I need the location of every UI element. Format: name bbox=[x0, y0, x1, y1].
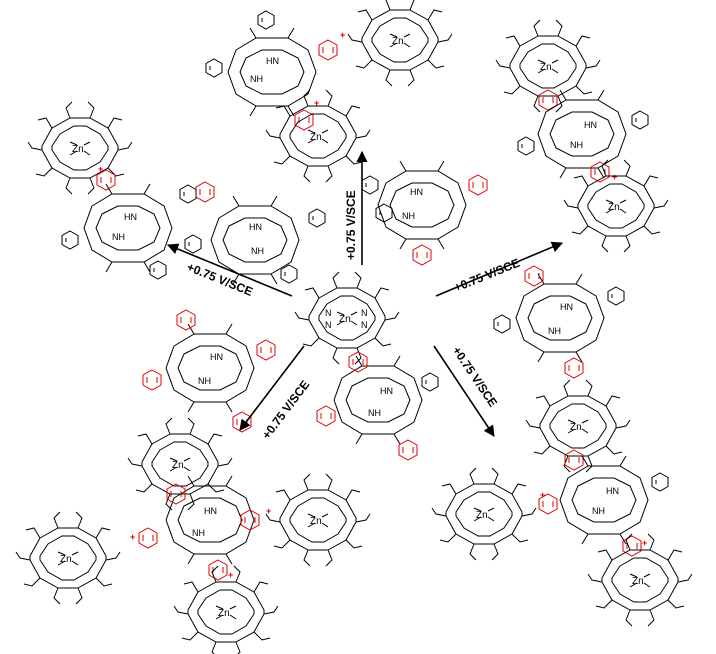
n-label: N bbox=[361, 308, 368, 318]
hn-label: HN bbox=[606, 486, 619, 496]
zn-label: Zn bbox=[218, 608, 230, 619]
hn-label: HN bbox=[249, 222, 262, 232]
free-base-porphyrin-top: HN NH bbox=[361, 160, 488, 266]
zn-label: Zn bbox=[172, 460, 184, 471]
n-label: N bbox=[325, 308, 332, 318]
pyridinium-charge: + bbox=[540, 490, 545, 500]
arrow-label: +0.75 V/SCE bbox=[344, 190, 358, 260]
arrow-upper-left: +0.75 V/SCE bbox=[166, 243, 293, 299]
central-zn-porphyrin: Zn N N N N bbox=[294, 271, 400, 365]
arrow-label: +0.75 V/SCE bbox=[259, 378, 312, 442]
free-base-porphyrin-bottom: HN NH bbox=[316, 351, 439, 461]
pyridinium-charge: + bbox=[266, 506, 271, 516]
zn-label: Zn bbox=[310, 516, 322, 527]
free-base-porphyrin-left: HN NH bbox=[142, 309, 276, 433]
hn-label: HN bbox=[584, 120, 597, 130]
nh-label: NH bbox=[112, 232, 125, 242]
product-top: HN NH + + Zn Zn bbox=[205, 0, 453, 183]
zn-label: Zn bbox=[310, 132, 322, 143]
zn-label: Zn bbox=[570, 422, 582, 433]
hn-label: HN bbox=[124, 212, 137, 222]
zn-label: Zn bbox=[476, 510, 488, 521]
product-lower-right: Zn HN NH + + Zn Zn bbox=[431, 379, 693, 627]
pyridinium-charge: + bbox=[642, 538, 647, 548]
hn-label: HN bbox=[410, 187, 423, 197]
nh-label: NH bbox=[251, 246, 264, 256]
product-lower-left: Zn HN NH + + + Zn Zn Zn bbox=[15, 417, 371, 654]
pyridinium-charge: + bbox=[612, 172, 617, 182]
nh-label: NH bbox=[592, 506, 605, 516]
zn-label: Zn bbox=[72, 144, 84, 155]
product-upper-left: Zn + HN NH bbox=[27, 101, 197, 280]
nh-label: NH bbox=[192, 528, 205, 538]
arrow-upper-right: +0.75 V/SCE bbox=[435, 241, 564, 297]
pyridinium-charge: + bbox=[340, 30, 345, 40]
nh-label: NH bbox=[198, 376, 211, 386]
hn-label: HN bbox=[210, 352, 223, 362]
arrow-lower-right: +0.75 V/SCE bbox=[433, 344, 501, 437]
zn-label: Zn bbox=[392, 36, 404, 47]
hn-label: HN bbox=[560, 302, 573, 312]
arrow-label: +0.75 V/SCE bbox=[452, 256, 522, 295]
zn-label: Zn bbox=[339, 314, 351, 325]
arrow-up: +0.75 V/SCE bbox=[344, 150, 368, 265]
product-upper-right: Zn HN NH + Zn bbox=[495, 19, 669, 253]
nh-label: NH bbox=[548, 326, 561, 336]
free-base-porphyrin-right: HN NH bbox=[493, 265, 625, 379]
pyridinium-charge: + bbox=[228, 570, 233, 580]
nh-label: NH bbox=[402, 211, 415, 221]
zn-label: Zn bbox=[632, 576, 644, 587]
pyridinium-charge: + bbox=[130, 532, 135, 542]
hn-label: HN bbox=[204, 506, 217, 516]
zn-label: Zn bbox=[60, 554, 72, 565]
hn-label: HN bbox=[266, 56, 279, 66]
nh-label: NH bbox=[570, 140, 583, 150]
nh-label: NH bbox=[368, 408, 381, 418]
nh-label: NH bbox=[250, 74, 263, 84]
free-base-porphyrin-upper-left: HN NH bbox=[184, 181, 326, 285]
pyridinium-charge: + bbox=[98, 164, 103, 174]
n-label: N bbox=[325, 320, 332, 330]
zn-label: Zn bbox=[540, 62, 552, 73]
hn-label: HN bbox=[380, 386, 393, 396]
zn-label: Zn bbox=[608, 202, 620, 213]
pyridinium-charge: + bbox=[314, 98, 319, 108]
arrow-label: +0.75 V/SCE bbox=[450, 344, 501, 410]
n-label: N bbox=[361, 320, 368, 330]
